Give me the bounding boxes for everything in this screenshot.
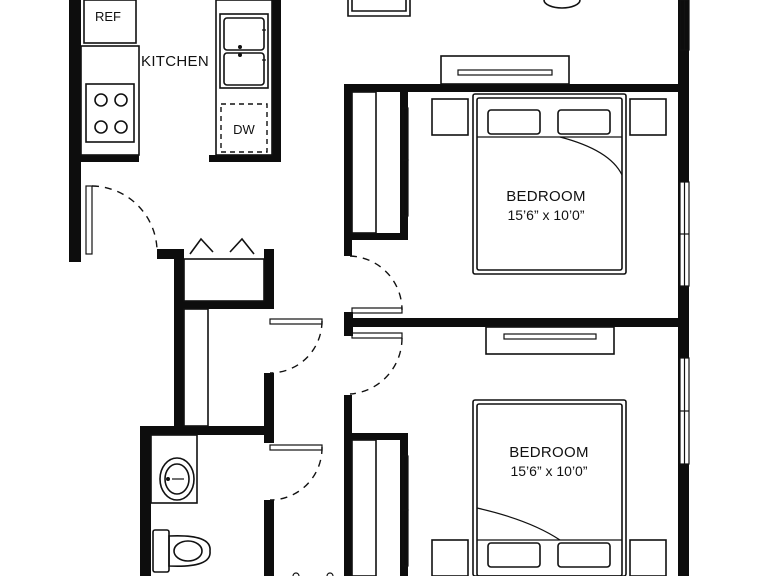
wall-linen-divider [174, 301, 274, 309]
bedroom1-door [351, 307, 403, 314]
wall-bath-left [140, 426, 151, 576]
counter-left [80, 45, 140, 156]
bathroom [150, 434, 334, 576]
wall-bath-top [140, 426, 274, 435]
tub-edge [292, 572, 334, 576]
bedroom1-label: BEDROOM [506, 188, 586, 205]
table-edge [543, 0, 581, 9]
wall-closet-right [264, 373, 274, 443]
dishwasher [220, 103, 268, 153]
bedroom1-door-swing [349, 255, 403, 311]
dresser-2 [485, 326, 615, 355]
wall-between-bedrooms [344, 318, 689, 327]
wall-kitchen-right [272, 0, 281, 162]
pillow-1a [487, 109, 541, 135]
wall-bath-right [264, 500, 274, 576]
nightstand-1b [629, 98, 667, 136]
vanity [150, 434, 198, 504]
dishwasher-label: DW [233, 122, 255, 137]
wall-bedroom1-left [344, 84, 352, 256]
stove-burner-icon [94, 93, 128, 134]
wall-linen-left [174, 249, 184, 434]
nightstand-2b [629, 539, 667, 576]
bath-door [269, 444, 323, 451]
walls [69, 0, 689, 576]
closet2-shelf [351, 439, 377, 576]
pillow-2b [557, 542, 611, 568]
bed-1 [472, 93, 627, 275]
stove [85, 83, 135, 143]
bed-2 [472, 399, 627, 576]
windows [679, 0, 690, 465]
wall-linen-top-left [157, 249, 183, 259]
bedroom2-door-swing [349, 337, 403, 395]
nightstand-2a [431, 539, 469, 576]
hall-doors [269, 318, 323, 501]
bedroom2-door [351, 332, 403, 339]
living-room-furniture [347, 0, 581, 17]
bedroom2-size: 15’6” x 10’0” [510, 463, 587, 479]
closet1-shelf [351, 91, 377, 234]
entry-door [85, 185, 158, 255]
kitchen-label: KITCHEN [141, 53, 209, 70]
counter-right [215, 0, 273, 156]
refrigerator [83, 0, 137, 44]
bedroom-1: BEDROOM 15’6” x 10’0” [351, 55, 667, 275]
linen-closet-shelf [183, 258, 265, 302]
refrigerator-label: REF [95, 9, 121, 24]
wall-closet2-top [352, 433, 408, 440]
toilet-icon [152, 529, 211, 573]
wall-kitchen-left [69, 0, 81, 262]
entry-door-swing [91, 185, 158, 250]
hall-closet-shelf [183, 308, 209, 427]
hall-closet-door [269, 318, 323, 325]
bifold-door-right [229, 237, 255, 255]
wall-closet2-divider [400, 433, 408, 576]
bifold-door-left [189, 237, 214, 255]
pillow-1b [557, 109, 611, 135]
bedroom2-label: BEDROOM [509, 444, 589, 461]
bedroom-2: BEDROOM 15’6” x 10’0” [351, 326, 667, 576]
wall-kitchen-bottom-left [81, 155, 139, 162]
wall-bedroom2-left [344, 395, 352, 576]
wall-closet1-divider [400, 92, 408, 238]
bath-door-swing [269, 446, 323, 501]
wall-kitchen-bottom-right [209, 155, 279, 162]
wall-closet1-bottom [352, 233, 408, 240]
kitchen: REF DW KITCHEN [80, 0, 273, 156]
bedroom-doors [349, 255, 403, 395]
bedroom1-size: 15’6” x 10’0” [507, 207, 584, 223]
wall-linen-right [264, 249, 274, 309]
pillow-2a [487, 542, 541, 568]
wall-bedroom1-top [344, 84, 689, 92]
sofa-edge [347, 0, 411, 17]
sink-icon [159, 457, 195, 501]
nightstand-1a [431, 98, 469, 136]
double-sink-icon [219, 13, 269, 89]
wall-door-jamb [344, 312, 353, 336]
dresser-1 [440, 55, 570, 85]
wall-exterior-right [678, 0, 689, 576]
linen-closet [183, 237, 265, 427]
hall-closet-door-swing [269, 320, 323, 374]
